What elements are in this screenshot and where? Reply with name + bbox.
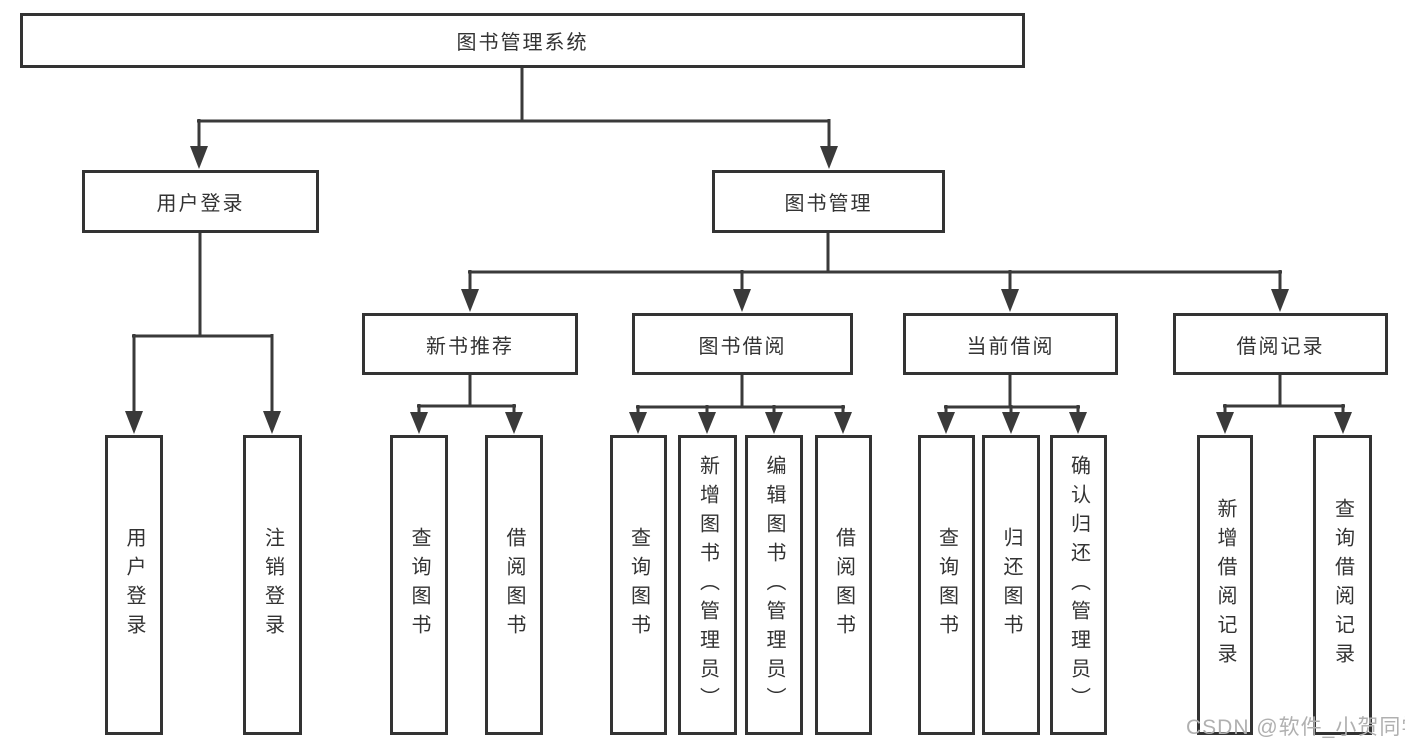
leaf-query-borrow-record: 查询借阅记录 — [1313, 435, 1372, 735]
node-book-management: 图书管理 — [712, 170, 945, 233]
leaf-add-books-admin: 新增图书（管理员） — [678, 435, 737, 735]
leaf-edit-books-admin: 编辑图书（管理员） — [745, 435, 803, 735]
leaf-borrow-books: 借阅图书 — [815, 435, 872, 735]
leaf-query-books-recommend: 查询图书 — [390, 435, 448, 735]
node-current-borrowing: 当前借阅 — [903, 313, 1118, 375]
leaf-confirm-return-admin: 确认归还（管理员） — [1050, 435, 1107, 735]
leaf-user-login: 用户登录 — [105, 435, 163, 735]
leaf-return-books: 归还图书 — [982, 435, 1040, 735]
csdn-watermark: CSDN @软件_小贺同学 — [1186, 716, 1405, 739]
node-user-login: 用户登录 — [82, 170, 319, 233]
leaf-query-books-current: 查询图书 — [918, 435, 975, 735]
leaf-add-borrow-record: 新增借阅记录 — [1197, 435, 1253, 735]
leaf-query-books-borrow: 查询图书 — [610, 435, 667, 735]
leaf-borrow-books-recommend: 借阅图书 — [485, 435, 543, 735]
leaf-logout: 注销登录 — [243, 435, 302, 735]
node-book-borrowing: 图书借阅 — [632, 313, 853, 375]
node-borrowing-records: 借阅记录 — [1173, 313, 1388, 375]
node-library-management-system: 图书管理系统 — [20, 13, 1025, 68]
node-new-book-recommendation: 新书推荐 — [362, 313, 578, 375]
